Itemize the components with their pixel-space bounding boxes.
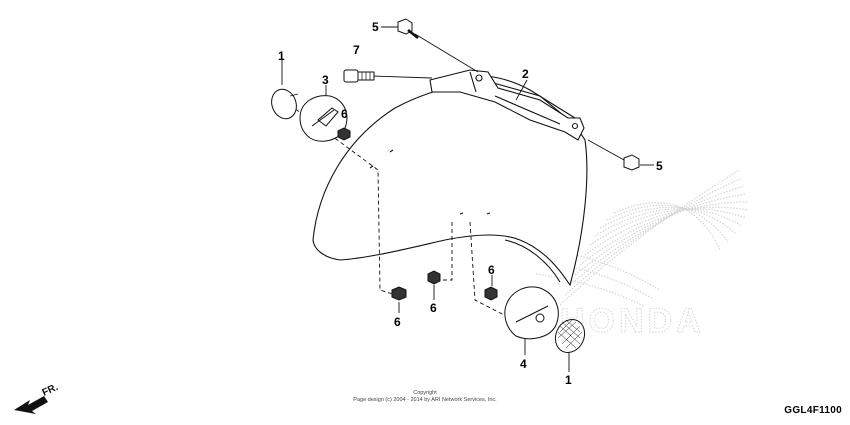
nut-6-b bbox=[391, 286, 407, 301]
bolt-5-top bbox=[397, 18, 419, 39]
copyright-title: Copyright bbox=[413, 390, 437, 396]
front-fender bbox=[312, 69, 588, 287]
bolt-7 bbox=[343, 69, 375, 83]
callout-6-top: 6 bbox=[341, 107, 348, 121]
callout-1-right: 1 bbox=[565, 373, 572, 387]
callout-4: 4 bbox=[520, 357, 527, 371]
reflector-housing-4 bbox=[504, 286, 559, 340]
callout-6-left: 6 bbox=[394, 315, 401, 329]
leader-lines bbox=[281, 26, 654, 372]
callout-6-right: 6 bbox=[488, 263, 495, 277]
copyright-line: Page design (c) 2004 - 2014 by ARI Netwo… bbox=[353, 397, 497, 403]
callout-2: 2 bbox=[522, 67, 529, 81]
callout-5-right: 5 bbox=[656, 159, 663, 173]
callout-1-left: 1 bbox=[278, 49, 285, 63]
nut-6-c bbox=[427, 270, 441, 285]
lens-1-left bbox=[271, 88, 299, 120]
callout-7: 7 bbox=[353, 43, 360, 57]
part-code: GGL4F1100 bbox=[784, 405, 842, 416]
nut-6-a bbox=[337, 127, 351, 141]
callout-3: 3 bbox=[322, 73, 329, 87]
callout-5-top: 5 bbox=[372, 20, 379, 34]
callout-6-middle: 6 bbox=[430, 301, 437, 315]
lens-1-right bbox=[554, 318, 586, 354]
nut-6-d bbox=[484, 286, 498, 301]
bolt-5-right bbox=[623, 154, 640, 171]
assembly-lines bbox=[289, 104, 511, 319]
reflector-housing-3 bbox=[299, 95, 348, 142]
